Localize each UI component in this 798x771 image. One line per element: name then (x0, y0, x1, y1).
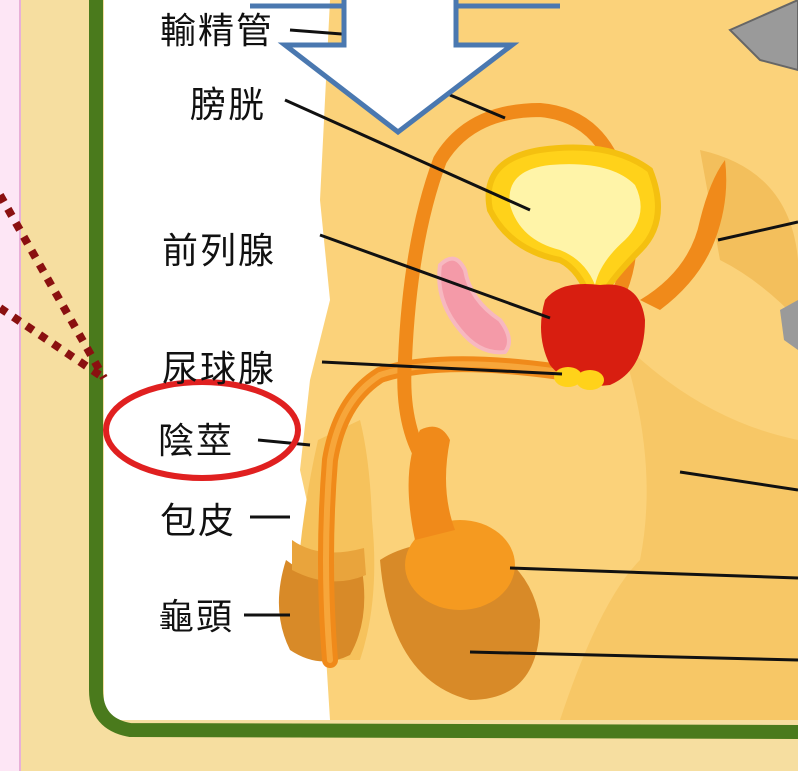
pink-shape (437, 256, 511, 355)
label-vas-deferens: 輸精管 (160, 11, 275, 52)
down-arrow (277, 0, 520, 136)
thigh-shadow (560, 340, 798, 720)
leader-bladder (284, 98, 531, 212)
testis (405, 520, 515, 610)
label-prostate: 前列腺 (162, 231, 277, 272)
leader-penis (257, 438, 311, 447)
label-glans: 龜頭 (158, 597, 235, 638)
leader-bulbo (321, 360, 563, 376)
leader-seminal (717, 220, 798, 242)
left-panel (0, 0, 20, 771)
label-penis: 陰莖 (158, 421, 235, 462)
seminal-vesicle (640, 160, 727, 310)
dotted-pointer (0, 193, 108, 382)
gray-bone (728, 0, 798, 72)
leader-right-2 (509, 566, 798, 580)
leader-lines (244, 28, 798, 662)
leader-vas-2 (449, 93, 506, 120)
label-foreskin: 包皮 (160, 501, 237, 542)
prostate (541, 284, 645, 386)
leader-prostate (319, 233, 551, 320)
leader-right-1 (679, 470, 798, 492)
leader-right-3 (469, 650, 798, 662)
left-panel-edge (19, 0, 21, 771)
label-bulbourethral-gland: 尿球腺 (162, 349, 277, 390)
label-bladder: 膀胱 (190, 85, 267, 126)
green-frame (89, 0, 798, 739)
bladder-inner (509, 164, 641, 285)
bulbourethral-gland (554, 367, 582, 387)
bulbourethral-gland-2 (576, 370, 604, 390)
dotted-pointer-upper (0, 193, 108, 380)
dotted-pointer-lower (0, 304, 107, 382)
penis-highlight-circle (103, 379, 301, 481)
urethra-inner (323, 361, 563, 663)
gray-bone-2 (780, 300, 798, 350)
